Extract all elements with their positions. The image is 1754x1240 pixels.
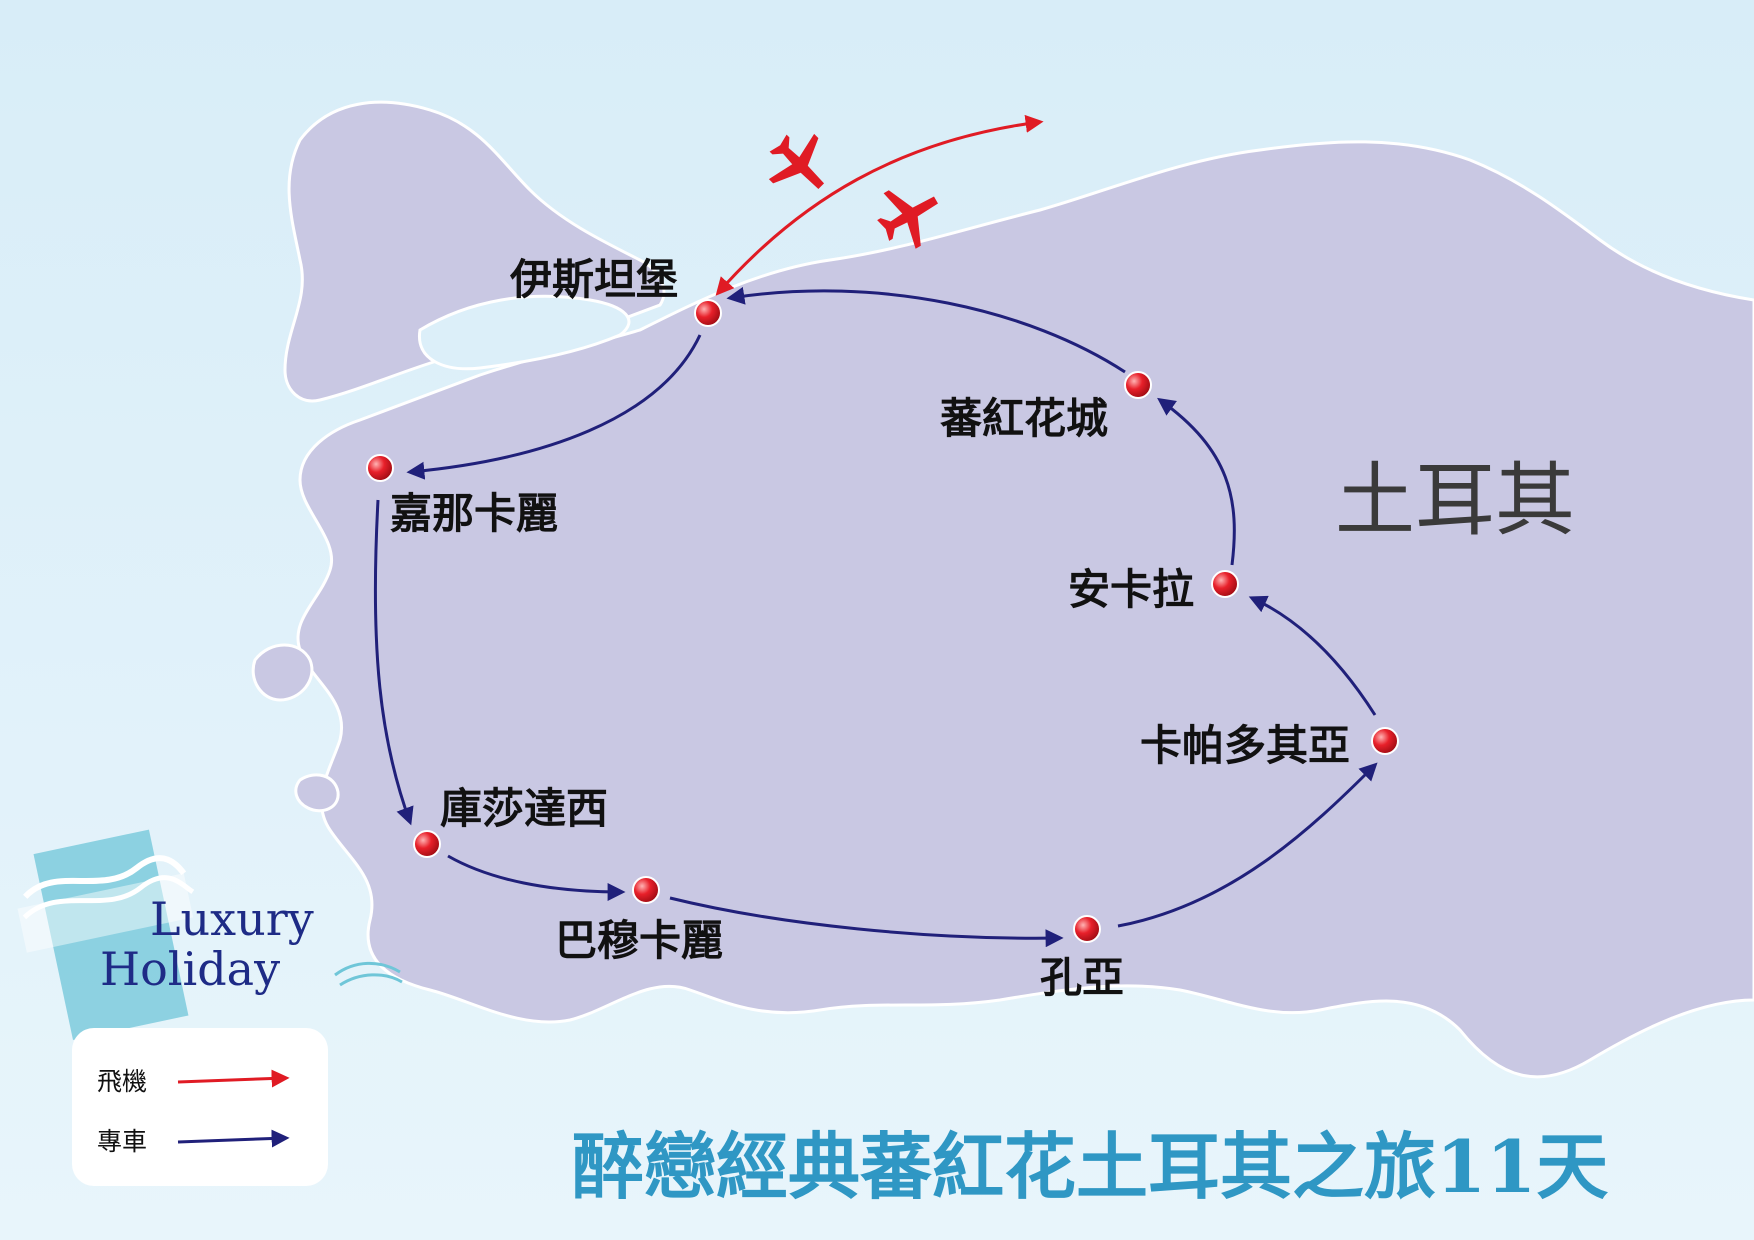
page-title: 醉戀經典蕃紅花土耳其之旅11天 (572, 1124, 1608, 1209)
luxury-holiday-logo: Luxury Holiday (17, 829, 403, 1040)
airplane-icon (877, 190, 938, 249)
logo-line1: Luxury (150, 892, 314, 946)
legend-flight-label: 飛機 (97, 1067, 147, 1096)
city-label-kusadasi: 庫莎達西 (440, 784, 608, 833)
land-anatolia (296, 140, 1754, 1079)
route-pamukkale-konya (669, 896, 1064, 948)
city-dot-konya (1073, 915, 1101, 943)
city-dot-ankara (1211, 570, 1239, 598)
legend-bus-label: 專車 (97, 1127, 147, 1156)
island-1 (251, 643, 314, 702)
city-label-pamukkale: 巴穆卡麗 (555, 916, 723, 965)
city-label-konya: 孔亞 (1040, 953, 1124, 1002)
route-kusadasi-pamukkale (447, 854, 626, 901)
route-ankara-safranbolu (1157, 397, 1236, 566)
city-label-canakkale: 嘉那卡麗 (390, 489, 558, 538)
city-dot-pamukkale (632, 876, 660, 904)
route-cappadocia-ankara (1248, 595, 1377, 716)
city-label-safranbolu: 蕃紅花城 (940, 394, 1108, 443)
logo-swirl (334, 961, 403, 987)
city-dot-istanbul (694, 299, 722, 327)
route-konya-cappadocia (1117, 762, 1378, 928)
legend-flight-arrow (177, 1069, 290, 1088)
legend-bus-arrow (177, 1129, 290, 1148)
route-flight (715, 114, 1044, 296)
route-istanbul-canakkale (406, 334, 702, 480)
city-dot-cappadocia (1371, 727, 1399, 755)
logo-line2: Holiday (100, 942, 280, 996)
island-2 (294, 773, 340, 813)
city-dot-canakkale (366, 454, 394, 482)
sea-marmara (418, 294, 631, 371)
city-label-cappadocia: 卡帕多其亞 (1140, 721, 1350, 770)
city-dot-kusadasi (413, 830, 441, 858)
country-label: 土耳其 (1335, 454, 1575, 547)
city-label-ankara: 安卡拉 (1068, 565, 1194, 614)
airplane-icon (768, 133, 825, 190)
legend-box (72, 1028, 328, 1186)
city-label-istanbul: 伊斯坦堡 (509, 255, 678, 304)
logo-emblem (17, 829, 195, 1040)
legend: 飛機 專車 (72, 1028, 328, 1186)
route-canakkale-kusadasi (373, 499, 414, 826)
city-dot-safranbolu (1124, 371, 1152, 399)
